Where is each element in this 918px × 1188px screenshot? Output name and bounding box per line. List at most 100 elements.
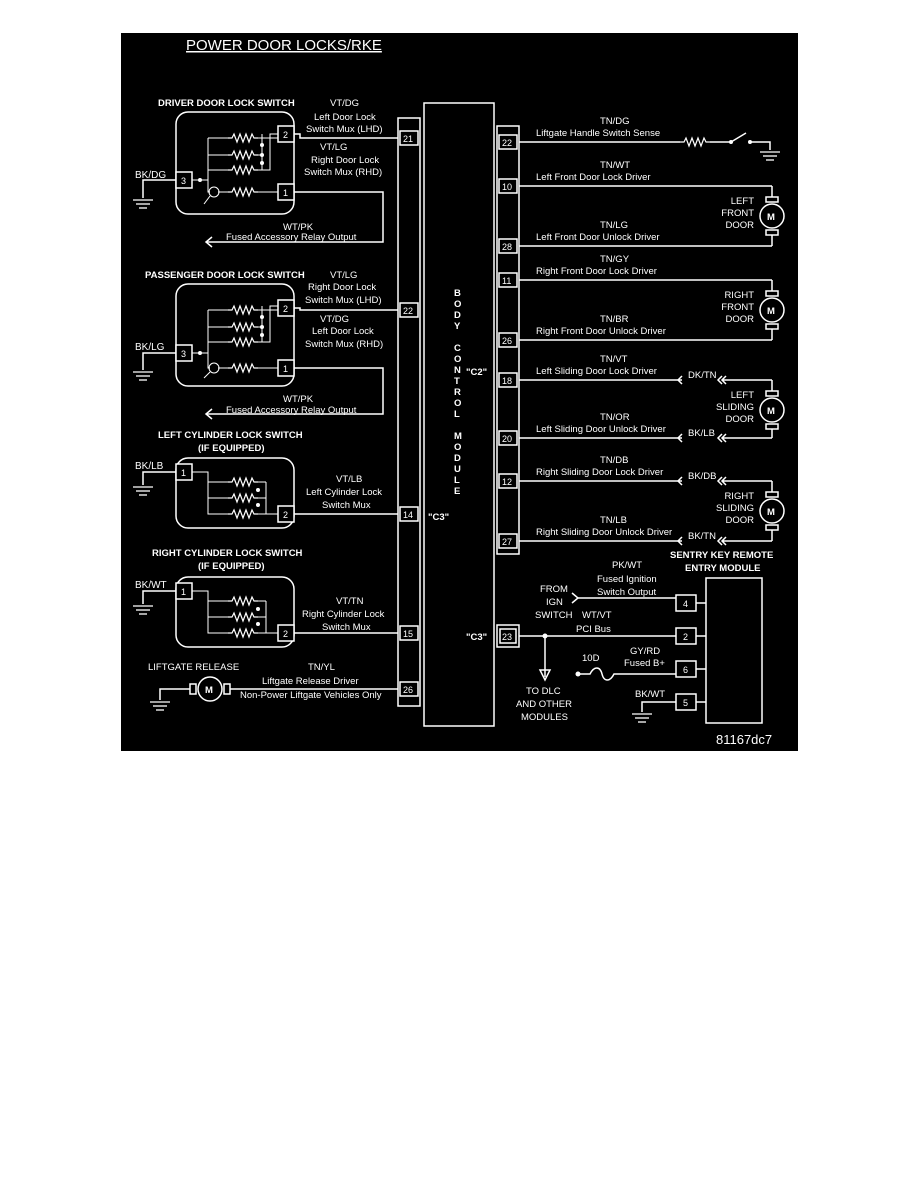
motor-label: FRONT <box>721 302 754 313</box>
driver-door-lock-switch: DRIVER DOOR LOCK SWITCH 2 3 1 BK/DG VT/D… <box>132 98 419 248</box>
driver-pin-2: 2 <box>283 130 288 140</box>
circuit-desc: Right Front Door Unlock Driver <box>536 326 666 337</box>
svg-text:PK/WT: PK/WT <box>612 560 642 571</box>
motor-symbol: M <box>767 507 775 518</box>
module-letter: E <box>454 486 460 497</box>
svg-text:RIGHT CYLINDER LOCK SWITCH: RIGHT CYLINDER LOCK SWITCH <box>152 548 303 559</box>
module-letter: B <box>454 288 461 299</box>
wire-color: TN/DG <box>600 116 630 127</box>
sentry-key-remote-entry-module: SENTRY KEY REMOTE ENTRY MODULE 4 2 6 5 P… <box>499 550 773 724</box>
bcm-pin: 20 <box>502 434 512 444</box>
bcm-pin: 18 <box>502 376 512 386</box>
module-letter: N <box>454 365 461 376</box>
circuit-desc: Right Sliding Door Unlock Driver <box>536 527 672 538</box>
svg-text:VT/DG: VT/DG <box>320 314 349 325</box>
bcm-pin-21: 21 <box>403 134 413 144</box>
wire-color: TN/VT <box>600 354 628 365</box>
passenger-switch-title: PASSENGER DOOR LOCK SWITCH <box>145 270 305 281</box>
svg-text:WT/PK: WT/PK <box>283 394 314 405</box>
motor-label: DOOR <box>726 414 755 425</box>
liftgate-handle-switch <box>679 132 781 161</box>
bcm-pin: 26 <box>502 336 512 346</box>
svg-text:5: 5 <box>683 698 688 708</box>
svg-text:1: 1 <box>283 364 288 374</box>
svg-text:(IF EQUIPPED): (IF EQUIPPED) <box>198 443 265 454</box>
svg-text:23: 23 <box>502 632 512 642</box>
svg-text:Right Cylinder Lock: Right Cylinder Lock <box>302 609 385 620</box>
motor-label: LEFT <box>731 196 754 207</box>
svg-text:VT/TN: VT/TN <box>336 596 364 607</box>
svg-text:ENTRY MODULE: ENTRY MODULE <box>685 563 760 574</box>
svg-text:1: 1 <box>181 587 186 597</box>
circuit-desc: Right Front Door Lock Driver <box>536 266 657 277</box>
svg-text:Switch Mux (RHD): Switch Mux (RHD) <box>305 339 383 350</box>
svg-text:BK/LG: BK/LG <box>135 342 165 353</box>
svg-text:Fused Ignition: Fused Ignition <box>597 574 657 585</box>
svg-text:LIFTGATE RELEASE: LIFTGATE RELEASE <box>148 662 239 673</box>
module-letter: O <box>454 354 461 365</box>
svg-text:TN/YL: TN/YL <box>308 662 335 673</box>
bcm-pin: 27 <box>502 537 512 547</box>
wire-color: TN/GY <box>600 254 630 265</box>
wire-color: TN/BR <box>600 314 629 325</box>
svg-text:2: 2 <box>283 304 288 314</box>
wire2-color: DK/TN <box>688 370 717 381</box>
svg-text:GY/RD: GY/RD <box>630 646 660 657</box>
circuit-desc: Left Front Door Unlock Driver <box>536 232 660 243</box>
svg-text:BK/WT: BK/WT <box>635 689 665 700</box>
motor-label: DOOR <box>726 314 755 325</box>
svg-text:14: 14 <box>403 510 413 520</box>
wire2-color: BK/DB <box>688 471 717 482</box>
connector-c3-right-label: "C3" <box>466 632 487 643</box>
svg-text:Switch Mux: Switch Mux <box>322 500 371 511</box>
module-letter: L <box>454 409 460 420</box>
svg-text:2: 2 <box>683 632 688 642</box>
right-cylinder-lock-switch: RIGHT CYLINDER LOCK SWITCH (IF EQUIPPED)… <box>132 548 419 648</box>
svg-text:Fused Accessory Relay Output: Fused Accessory Relay Output <box>226 405 357 416</box>
wire-color: TN/OR <box>600 412 630 423</box>
driver-switch-body <box>175 111 295 215</box>
svg-text:FROM: FROM <box>540 584 568 595</box>
svg-text:MODULES: MODULES <box>521 712 568 723</box>
module-letter: U <box>454 464 461 475</box>
svg-text:Left Cylinder Lock: Left Cylinder Lock <box>306 487 382 498</box>
svg-text:Fused Accessory Relay Output: Fused Accessory Relay Output <box>226 232 357 243</box>
motor-label: RIGHT <box>724 290 754 301</box>
svg-text:WT/VT: WT/VT <box>582 610 612 621</box>
svg-text:Left Door Lock: Left Door Lock <box>314 112 376 123</box>
svg-text:Liftgate Release Driver: Liftgate Release Driver <box>262 676 359 687</box>
bcm-pin: 10 <box>502 182 512 192</box>
svg-text:Left Door Lock: Left Door Lock <box>312 326 374 337</box>
svg-text:Switch Mux (RHD): Switch Mux (RHD) <box>304 167 382 178</box>
svg-text:VT/DG: VT/DG <box>330 98 359 109</box>
diagram-title: POWER DOOR LOCKS/RKE <box>186 37 382 54</box>
passenger-door-lock-switch: PASSENGER DOOR LOCK SWITCH VT/LG 2 3 1 B… <box>132 270 419 420</box>
module-letter: C <box>454 343 461 354</box>
module-letter: D <box>454 453 461 464</box>
svg-text:Switch Mux (LHD): Switch Mux (LHD) <box>305 295 382 306</box>
svg-text:26: 26 <box>403 685 413 695</box>
body-control-module <box>423 102 495 727</box>
module-letter: O <box>454 442 461 453</box>
svg-text:IGN: IGN <box>546 597 563 608</box>
wire-color: TN/LB <box>600 515 627 526</box>
circuit-desc: Left Sliding Door Unlock Driver <box>536 424 666 435</box>
module-letter: O <box>454 398 461 409</box>
svg-text:Non-Power Liftgate Vehicles On: Non-Power Liftgate Vehicles Only <box>240 690 382 701</box>
motor-label: RIGHT <box>724 491 754 502</box>
connector-c2-label: "C2" <box>466 367 487 378</box>
svg-text:PCI Bus: PCI Bus <box>576 624 611 635</box>
svg-text:6: 6 <box>683 665 688 675</box>
svg-text:2: 2 <box>283 629 288 639</box>
svg-text:BK/LB: BK/LB <box>135 461 164 472</box>
circuit-desc: Liftgate Handle Switch Sense <box>536 128 660 139</box>
bcm-pin: 28 <box>502 242 512 252</box>
module-letter: R <box>454 387 461 398</box>
